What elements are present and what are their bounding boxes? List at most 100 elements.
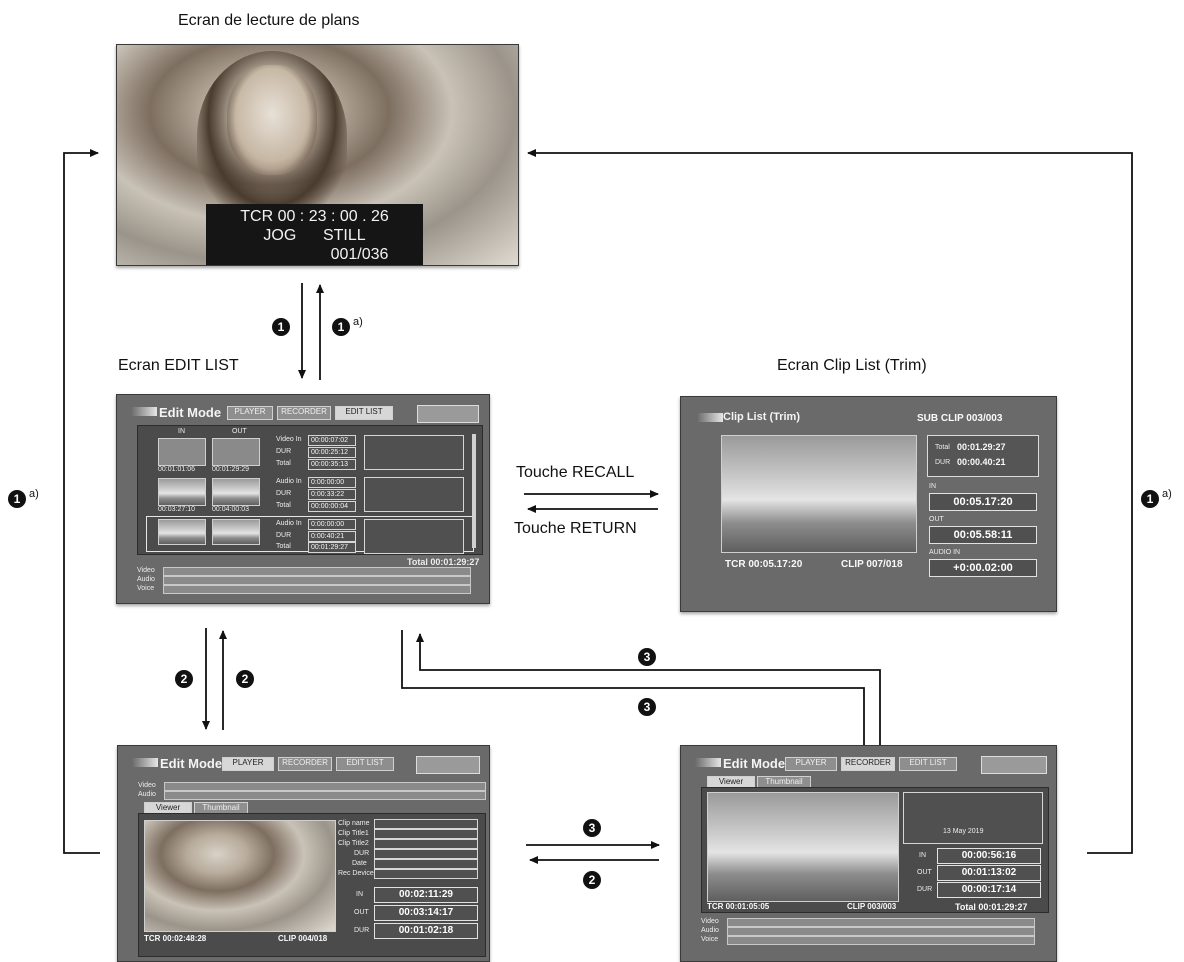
note-a-left: a) bbox=[29, 488, 39, 500]
edit-list-tab-player[interactable]: PLAYER bbox=[227, 406, 273, 420]
edit-list-info-block-1 bbox=[364, 435, 464, 470]
edit-list-row2-in-thumb[interactable] bbox=[158, 478, 206, 506]
recorder-title-accent bbox=[695, 758, 721, 767]
edit-list-audio-in1-label: Audio In bbox=[276, 478, 302, 485]
edit-list-info-block-3 bbox=[364, 519, 464, 554]
player-in[interactable]: 00:02:11:29 bbox=[374, 887, 478, 903]
clip-list-total: 00:01.29:27 bbox=[957, 442, 1006, 452]
note-a-right: a) bbox=[1162, 488, 1172, 500]
recorder-total: Total 00:01:29:27 bbox=[955, 902, 1028, 912]
player-title: Edit Mode bbox=[160, 756, 223, 771]
player-dur-label: DUR bbox=[354, 927, 370, 934]
edit-list-tab-recorder[interactable]: RECORDER bbox=[277, 406, 331, 420]
key-recall-label: Touche RECALL bbox=[516, 464, 635, 481]
edit-list-timeline-video[interactable] bbox=[163, 567, 471, 576]
clip-list-out-label: OUT bbox=[929, 516, 944, 523]
edit-list-title: Edit Mode bbox=[159, 405, 222, 420]
clip-list-sub-clip: SUB CLIP 003/003 bbox=[917, 413, 1003, 424]
player-timeline-video[interactable] bbox=[164, 782, 486, 791]
player-dur[interactable]: 00:01:02:18 bbox=[374, 923, 478, 939]
clip-list-audio-in-label: AUDIO IN bbox=[929, 549, 961, 556]
edit-list-tab-edit-list[interactable]: EDIT LIST bbox=[335, 406, 393, 420]
clip-list-clip-counter: CLIP 007/018 bbox=[841, 559, 903, 570]
edit-list-total2: 00:00:00:04 bbox=[308, 501, 356, 512]
edit-list-dur1-label: DUR bbox=[276, 448, 292, 455]
arrow-editlist-to-recorder bbox=[401, 630, 868, 759]
recorder-tab-recorder[interactable]: RECORDER bbox=[841, 757, 895, 771]
clip-list-audio-in[interactable]: +0:00.02:00 bbox=[929, 559, 1037, 577]
edit-list-row3-out-thumb[interactable] bbox=[212, 519, 260, 545]
recorder-timeline-audio[interactable] bbox=[727, 927, 1035, 936]
player-date bbox=[374, 859, 478, 869]
edit-list-audio-in2-label: Audio In bbox=[276, 520, 302, 527]
clip-list-out[interactable]: 00:05.58:11 bbox=[929, 526, 1037, 544]
edit-list-table: IN OUT 00:01:01:06 00:01:29:29 00:03:27:… bbox=[137, 425, 483, 555]
recorder-dur[interactable]: 00:00:17:14 bbox=[937, 882, 1041, 898]
player-clip-title1-label: Clip Title1 bbox=[338, 830, 369, 837]
edit-list-row3-in-thumb[interactable] bbox=[158, 519, 206, 545]
clip-list-tcr: TCR 00:05.17:20 bbox=[725, 559, 803, 570]
player-screen: Edit Mode PLAYER RECORDER EDIT LIST Vide… bbox=[117, 745, 490, 962]
edit-list-total3: 00:01:29:27 bbox=[308, 542, 356, 553]
player-tab-edit-list[interactable]: EDIT LIST bbox=[336, 757, 394, 771]
edit-list-timeline-voice[interactable] bbox=[163, 585, 471, 594]
player-out[interactable]: 00:03:14:17 bbox=[374, 905, 478, 921]
player-timeline-audio[interactable] bbox=[164, 791, 486, 800]
player-tab-player[interactable]: PLAYER bbox=[222, 757, 274, 771]
recorder-timeline-video[interactable] bbox=[727, 918, 1035, 927]
player-track-audio-label: Audio bbox=[138, 791, 156, 798]
playback-tcr: TCR 00 : 23 : 00 . 26 bbox=[240, 208, 389, 225]
player-in-label: IN bbox=[356, 891, 363, 898]
player-clip-name-label: Clip name bbox=[338, 820, 370, 827]
edit-list-timeline-audio[interactable] bbox=[163, 576, 471, 585]
player-clip-title2 bbox=[374, 839, 478, 849]
player-rec-device bbox=[374, 869, 478, 879]
edit-list-row1-in-thumb[interactable] bbox=[158, 438, 206, 466]
edit-list-track-audio-label: Audio bbox=[137, 576, 155, 583]
recorder-out[interactable]: 00:01:13:02 bbox=[937, 865, 1041, 881]
recorder-tab-player[interactable]: PLAYER bbox=[785, 757, 837, 771]
recorder-status-grid bbox=[981, 756, 1047, 774]
edit-list-scrollbar[interactable] bbox=[472, 434, 476, 548]
note-a-center: a) bbox=[353, 316, 363, 328]
recorder-in[interactable]: 00:00:56:16 bbox=[937, 848, 1041, 864]
recorder-track-voice-label: Voice bbox=[701, 936, 719, 943]
recorder-timeline-voice[interactable] bbox=[727, 936, 1035, 945]
player-tab-recorder[interactable]: RECORDER bbox=[278, 757, 332, 771]
badge-2-player-to-editlist: 2 bbox=[236, 670, 254, 688]
edit-list-row2-in-tc: 00:03:27:10 bbox=[158, 506, 195, 513]
playback-subject-hair bbox=[197, 51, 347, 221]
player-clip-title2-label: Clip Title2 bbox=[338, 840, 369, 847]
edit-list-track-voice-label: Voice bbox=[137, 585, 155, 592]
edit-list-total2-label: Total bbox=[276, 502, 291, 509]
playback-screen: TCR 00 : 23 : 00 . 26 JOG STILL 001/036 bbox=[116, 44, 519, 266]
player-date-label: Date bbox=[352, 860, 367, 867]
recorder-out-label: OUT bbox=[917, 869, 932, 876]
recorder-screen: Edit Mode PLAYER RECORDER EDIT LIST View… bbox=[680, 745, 1057, 962]
recorder-in-label: IN bbox=[919, 852, 926, 859]
player-rec-device-label: Rec Device bbox=[338, 870, 374, 877]
clip-list-in[interactable]: 00:05.17:20 bbox=[929, 493, 1037, 511]
recorder-track-audio-label: Audio bbox=[701, 927, 719, 934]
edit-list-total1-label: Total bbox=[276, 460, 291, 467]
clip-list-preview bbox=[721, 435, 917, 553]
recorder-tab-edit-list[interactable]: EDIT LIST bbox=[899, 757, 957, 771]
caption-playback-screen: Ecran de lecture de plans bbox=[178, 12, 360, 29]
recorder-tab-thumbnail[interactable]: Thumbnail bbox=[757, 776, 811, 788]
edit-list-video-in: 00:00:07:02 bbox=[308, 435, 356, 446]
edit-list-track-video-label: Video bbox=[137, 567, 155, 574]
edit-list-screen: Edit Mode PLAYER RECORDER EDIT LIST IN O… bbox=[116, 394, 490, 604]
edit-list-row1-out-thumb[interactable] bbox=[212, 438, 260, 466]
badge-3-recorder-to-editlist: 3 bbox=[638, 648, 656, 666]
edit-list-status-grid bbox=[417, 405, 479, 423]
edit-list-dur1: 00:00:25:12 bbox=[308, 447, 356, 458]
recorder-track-video-label: Video bbox=[701, 918, 719, 925]
edit-list-row2-out-thumb[interactable] bbox=[212, 478, 260, 506]
clip-list-dur: 00:00.40:21 bbox=[957, 457, 1006, 467]
recorder-tcr: TCR 00:01:05:05 bbox=[707, 902, 770, 911]
badge-2-recorder-to-player: 2 bbox=[583, 871, 601, 889]
edit-list-video-in-label: Video In bbox=[276, 436, 302, 443]
badge-1-editlist-to-playback: 1 bbox=[332, 318, 350, 336]
arrow-recorder-to-playback bbox=[527, 149, 1133, 854]
